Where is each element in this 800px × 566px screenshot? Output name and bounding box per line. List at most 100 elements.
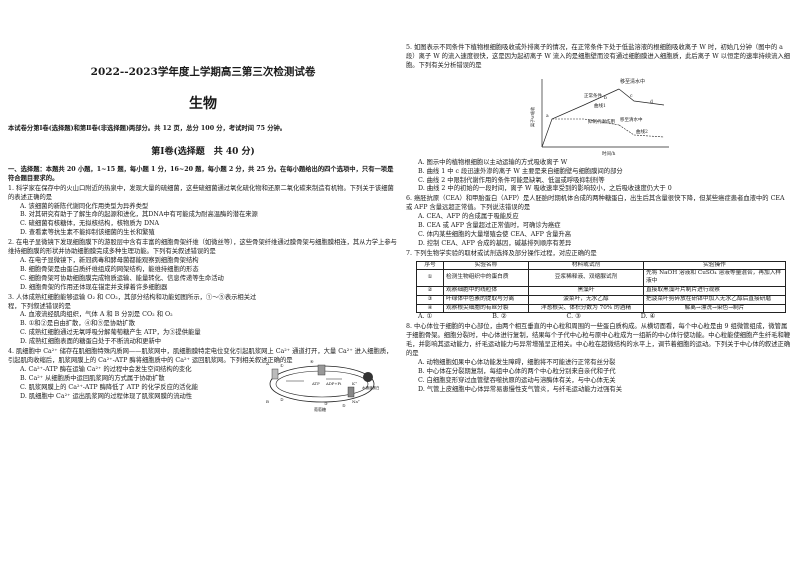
experiment-table: 序号 实验名称 材料或试剂 实验操作 ① 检测生物组织中的蛋白质 豆浆稀释液、双… <box>416 260 786 314</box>
option-d: D. 查看素等抗生素不能抑制该细菌的生长和繁殖 <box>20 229 155 237</box>
exam-title: 2022--2023学年度上学期高三第三次检测试卷 <box>90 66 316 78</box>
label-c: c <box>630 94 633 99</box>
label-y: 离子W吸收 <box>529 107 535 127</box>
option-b: B. Ca²⁺ 从细胞质中运回肌浆网的方式属于协助扩散 <box>20 374 165 382</box>
table-cell: 豆浆稀释液、双缩脲试剂 <box>528 269 644 288</box>
label-5: ⑤ <box>342 403 346 408</box>
option-a: A. CEA、AFP 的合成属于吸能反应 <box>418 213 519 221</box>
label-1: ① <box>280 363 284 368</box>
table-cell: 菠菜叶，无水乙醇 <box>528 294 644 305</box>
option-a: A. 血液流经肌肉组织，气体 A 和 B 分别是 CO₂ 和 O₂ <box>20 311 173 319</box>
label-curve1: 曲线1 <box>594 102 606 109</box>
option-d: D. 气管上皮细胞中心体异常易患慢性支气管炎，与纤毛运动能力过强有关 <box>418 385 623 393</box>
question-8: 8. 中心体位于细胞的中心部位，由两个相互垂直的中心粒和周围的一些蛋白质构成。从… <box>406 323 792 394</box>
subject-title: 生物 <box>189 96 217 112</box>
label-curve2: 曲线2 <box>636 128 648 135</box>
label-b: b <box>604 95 607 101</box>
table-cell: 检测生物组织中的蛋白质 <box>443 269 529 288</box>
option-d: D. 曲线 2 中的初始的一段时间，离子 W 吸收速率受到的影响较小，之后吸收速… <box>418 185 672 193</box>
label-inhibit: 抑制代谢作用 <box>588 118 615 125</box>
option-b: B. ①和②是自由扩散，④和⑤是协助扩散 <box>20 320 136 328</box>
label-move-1: 移至清水中 <box>620 78 645 85</box>
label-glucose: 葡萄糖 <box>314 406 326 412</box>
table-cell: 洋葱根尖、体积分数为 70% 的酒精 <box>528 303 644 314</box>
ion-absorption-graph: 移至清水中 正常条件 曲线1 a b c d 抑制代谢作用 移至清水中 曲线2 … <box>529 78 669 157</box>
table-cell: ① <box>416 269 444 288</box>
table-row: ④ 观察根尖细胞的有丝分裂 洋葱根尖、体积分数为 70% 的酒精 解离→漂洗→染… <box>416 303 786 314</box>
question-stem: 3. 人体成熟红细胞能够运输 O₂ 和 CO₂，其部分结构和功能如图所示，①～⑤… <box>8 293 257 310</box>
option-b: B. ② <box>492 313 507 321</box>
question-stem: 7. 下列生物学实验的取材或试剂选择及部分操作过程，对应正确的是 <box>406 249 597 257</box>
label-2: ② <box>280 397 284 402</box>
label-adp: ADP+Pi <box>325 381 342 386</box>
label-atp: ATP <box>311 381 320 386</box>
label-x: 时间/h <box>602 150 616 157</box>
table-cell: 把菠菜叶剪碎放在研钵中加入无水乙醇后直接研磨 <box>643 294 786 305</box>
question-stem: 8. 中心体位于细胞的中心部位，由两个相互垂直的中心粒和周围的一些蛋白质构成。从… <box>406 323 791 358</box>
answer-options: A. ① B. ② C. ③ D. ④ <box>406 313 792 322</box>
label-3: ③ <box>324 401 328 406</box>
question-1: 1. 科学家在保存中的火山口附近的热泉中，发现大量的硫细菌，这些硫细菌通过氧化硫… <box>8 185 398 238</box>
option-d: D. 控制 CEA、AFP 合成的基因，碱基排列顺序有差异 <box>418 239 572 247</box>
option-a: A. ① <box>418 313 433 321</box>
table-header: 材料或试剂 <box>528 260 644 271</box>
left-column: 2022--2023学年度上学期高三第三次检测试卷 生物 本试卷分第Ⅰ卷(选择题… <box>8 0 398 566</box>
table-header: 序号 <box>416 260 444 271</box>
question-stem: 1. 科学家在保存中的火山口附近的热泉中，发现大量的硫细菌，这些硫细菌通过氧化硫… <box>8 184 394 201</box>
table-cell: 观察根尖细胞的有丝分裂 <box>443 303 529 314</box>
question-stem: 6. 癌胚抗原（CEA）和甲胎蛋白（AFP）是人胚胎时期机体合成的两种糖蛋白，出… <box>406 195 785 212</box>
table-cell: 黑藻叶 <box>528 286 644 296</box>
option-d: D. ④ <box>640 313 656 321</box>
option-c: C. 体内某些细胞的大量增殖会使 CEA、AFP 含量升高 <box>418 230 572 238</box>
option-a: A. 动物细胞如果中心体功能发生障碍，细胞将不可能进行正常有丝分裂 <box>418 359 616 366</box>
label-b: B <box>266 399 269 404</box>
label-move-2: 移至清水中 <box>620 116 643 123</box>
exam-intro: 本试卷分第Ⅰ卷(选择题)和第Ⅱ卷(非选择题)两部分。共 12 页，总分 100 … <box>8 125 287 132</box>
question-4: 4. 肌细胞中 Ca²⁺ 储存在肌细胞特殊内质网——肌浆网中，肌细胞膜特定电位变… <box>8 348 398 401</box>
question-6: 6. 癌胚抗原（CEA）和甲胎蛋白（AFP）是人胚胎时期机体合成的两种糖蛋白，出… <box>406 195 792 248</box>
label-aquaporin: 水通道蛋白 <box>362 385 380 390</box>
option-a: A. 该细菌的新陈代谢同化作用类型为异养类型 <box>20 202 149 210</box>
option-c: C. 硫细菌有核糖体，无拟核结构，核物质为 DNA <box>20 220 160 228</box>
option-c: C. 曲线 2 中限制代谢作用的条件可能是缺氧、低温或呼吸抑制剂等 <box>418 176 605 184</box>
option-c: C. ③ <box>566 313 581 321</box>
option-c: C. 细胞骨架可协助细胞膜完成物质运输、能量转化、信息传递等生命活动 <box>20 274 224 282</box>
table-row: ② 观察细胞中的线粒体 黑藻叶 直接取黑藻叶片制片进行观察 <box>416 286 786 296</box>
label-k: K⁺ <box>352 381 357 386</box>
question-3: 3. 人体成熟红细胞能够运输 O₂ 和 CO₂，其部分结构和功能如图所示，①～⑤… <box>8 294 258 330</box>
table-cell: 解离→漂洗→染色→制片 <box>643 303 786 314</box>
question-stem: 2. 在电子显微镜下发现细胞膜下的游股层中含有丰富的细胞骨架纤维（如微丝等），这… <box>8 239 397 256</box>
section-title: 第Ⅰ卷(选择题 共 40 分) <box>151 146 255 157</box>
option-b: B. 细胞骨架是由蛋白质纤维组成的网架结构，能维持细胞的形态 <box>20 265 199 273</box>
table-cell: ③ <box>416 294 444 305</box>
option-b: B. 曲线 1 中 c 段迅速外渗的离子 W 主要是来自细胞壁与细胞膜间的部分 <box>418 167 623 175</box>
table-cell: ② <box>416 286 444 296</box>
table-header-row: 序号 实验名称 材料或试剂 实验操作 <box>416 260 786 271</box>
section-instruction: 一、选择题：本题共 20 小题，1~15 题，每小题 1 分，16~20 题，每… <box>8 165 394 182</box>
option-b: B. 对其研究有助于了解生命的起源和进化，其DNA中有可能成为耐高温酶的潜在来源 <box>20 211 258 219</box>
option-c: C. 白细胞变形穿过血管壁吞噬抗原的运动与溶酶体有关，与中心体无关 <box>418 376 616 384</box>
label-a: a <box>546 114 549 119</box>
question-7: 7. 下列生物学实验的取材或试剂选择及部分操作过程，对应正确的是 序号 实验名称… <box>406 250 792 323</box>
option-a: A. 在电子显微镜下，新冠病毒和酵母菌都能观察到细胞骨架结构 <box>20 256 199 264</box>
question-2: 2. 在电子显微镜下发现细胞膜下的游股层中含有丰富的细胞骨架纤维（如微丝等），这… <box>8 239 398 292</box>
table-cell: 先将 NaOH 溶液和 CuSO₄ 溶液等量混合，再加入样液中 <box>643 269 786 288</box>
table-header: 实验操作 <box>643 260 786 271</box>
table-header: 实验名称 <box>443 260 529 271</box>
question-3-rest: C. 成熟红细胞通过无氧呼吸分解葡萄糖产生 ATP，为③提供能量 D. 成熟红细… <box>8 329 398 347</box>
option-b: B. CEA 或 AFP 含量超过正常值时，可确诊为癌症 <box>418 222 561 230</box>
label-a: A <box>265 361 269 366</box>
option-d: D. 成熟红细胞表面的糖蛋白处于不断流动和更新中 <box>20 338 162 346</box>
question-stem: 4. 肌细胞中 Ca²⁺ 储存在肌细胞特殊内质网——肌浆网中，肌细胞膜特定电位变… <box>8 348 393 364</box>
label-d: d <box>650 99 653 105</box>
option-a: A. Ca²⁺-ATP 酶在运输 Ca²⁺ 的过程中会发生空间结构的变化 <box>20 365 192 373</box>
option-b: B. 中心体在分裂期复制，每组中心体的两个中心粒分别来自亲代和子代 <box>418 367 616 375</box>
option-a: A. 图示中的植物根细胞以主动运输的方式吸收离子 W <box>418 158 568 166</box>
table-row: ③ 叶绿体中色素的提取与分离 菠菜叶，无水乙醇 把菠菜叶剪碎放在研钵中加入无水乙… <box>416 294 786 305</box>
table-cell: 直接取黑藻叶片制片进行观察 <box>643 286 786 296</box>
table-cell: 叶绿体中色素的提取与分离 <box>443 294 529 305</box>
label-na: Na⁺ <box>352 399 360 404</box>
table-row: ① 检测生物组织中的蛋白质 豆浆稀释液、双缩脲试剂 先将 NaOH 溶液和 Cu… <box>416 269 786 288</box>
question-stem: 5. 如图表示不同条件下植物根细胞吸收或外排离子的情况，在正常条件下处于低盐溶液… <box>406 44 791 69</box>
option-d: D. 细胞骨架的作用还体现在锚定并支撑着许多细胞器 <box>20 283 168 291</box>
